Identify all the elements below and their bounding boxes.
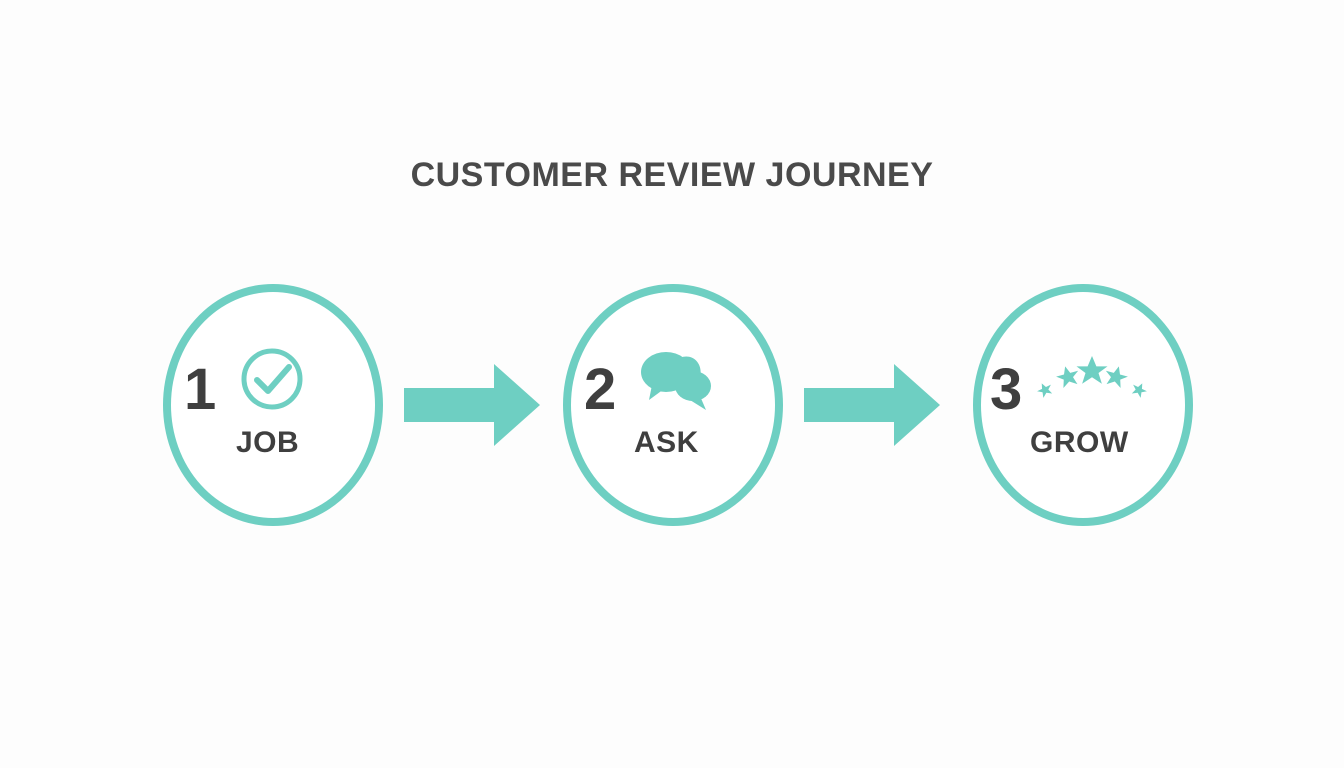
step-2-ask[interactable]: 2 ASK [562, 283, 784, 527]
arrow-right-icon [804, 364, 940, 446]
step-3-grow[interactable]: 3 [972, 283, 1194, 527]
speech-bubbles-icon [641, 352, 711, 410]
step-label: ASK [634, 426, 699, 459]
step-circle-outline [973, 284, 1193, 526]
step-number: 3 [990, 357, 1023, 422]
step-label: GROW [1030, 426, 1129, 459]
step-label: JOB [236, 426, 300, 459]
step-1-job[interactable]: 1 JOB [162, 283, 384, 527]
arrow-right-icon [404, 364, 540, 446]
page-title: CUSTOMER REVIEW JOURNEY [410, 156, 934, 194]
step-number: 1 [184, 357, 217, 422]
step-number: 2 [584, 357, 617, 422]
step-circle-outline [563, 284, 783, 526]
steps-row: 1 JOB 2 AS [0, 283, 1344, 533]
five-stars-icon [1037, 356, 1147, 398]
check-circle-icon [241, 348, 303, 410]
